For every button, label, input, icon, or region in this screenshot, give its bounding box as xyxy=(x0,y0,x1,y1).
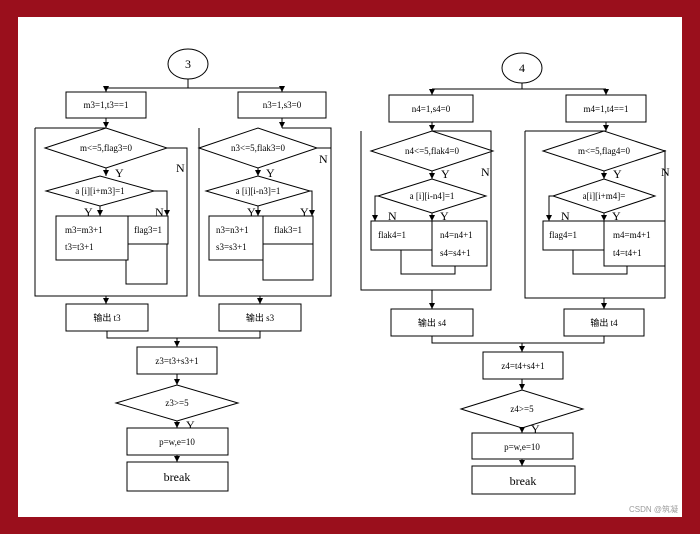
right-test-b-label: a[i][i+m4]= xyxy=(583,191,626,201)
right-test-b-diamond xyxy=(551,178,657,214)
arrow xyxy=(546,195,553,221)
left-compare-diamond xyxy=(114,384,240,422)
arrow xyxy=(309,190,315,216)
left-flag-b-label: flak3=1 xyxy=(274,225,302,235)
right-cond-b-label: m<=5,flag4=0 xyxy=(578,146,630,156)
right-cond-a-label: n4<=5,flak4=0 xyxy=(405,146,459,156)
flowchart-page: 3 m3=1,t3==1 n3=1,s3=0 m<=5,flag3=0 n3<=… xyxy=(18,17,682,517)
left-init-b-label: n3=1,s3=0 xyxy=(263,100,302,110)
right-break-box xyxy=(471,465,576,495)
right-init-a-box xyxy=(388,94,474,123)
left-sum-box xyxy=(136,346,218,375)
right-flowchart: 4 n4=1,s4=0 m4=1,t4==1 n4<=5,flak4=0 m<=… xyxy=(360,52,670,495)
watermark-text: CSDN @筑凝 xyxy=(629,504,678,514)
right-loop-a-outline xyxy=(360,130,492,291)
flowchart-canvas: 3 m3=1,t3==1 n3=1,s3=0 m<=5,flag3=0 n3<=… xyxy=(34,48,678,514)
left-loop-a-outline xyxy=(34,127,188,297)
right-assign-label: p=w,e=10 xyxy=(504,442,540,452)
right-test-a-label: a [i][i-n4]=1 xyxy=(410,191,455,201)
left-action-b-line2: s3=s3+1 xyxy=(216,242,247,252)
no-label: N xyxy=(155,205,164,219)
left-output-b-label: 输出 s3 xyxy=(246,312,275,323)
yes-label: Y xyxy=(612,209,621,223)
left-init-b-box xyxy=(237,91,327,119)
yes-label: Y xyxy=(115,166,124,180)
left-compare-label: z3>=5 xyxy=(165,398,189,408)
right-init-a-label: n4=1,s4=0 xyxy=(412,104,451,114)
left-action-a-line2: t3=t3+1 xyxy=(65,242,94,252)
connector xyxy=(572,250,628,275)
left-start-label: 3 xyxy=(185,57,191,71)
left-assign-label: p=w,e=10 xyxy=(159,437,195,447)
right-flag-a-box xyxy=(370,220,433,251)
yes-label: Y xyxy=(531,422,540,436)
no-label: N xyxy=(561,209,570,223)
right-cond-a-diamond xyxy=(369,130,495,172)
right-compare-diamond xyxy=(459,389,585,429)
no-label: N xyxy=(481,165,490,179)
no-label: N xyxy=(176,161,185,175)
right-action-b-box xyxy=(603,220,666,267)
right-flag-b-label: flag4=1 xyxy=(549,230,577,240)
left-output-a-box xyxy=(65,303,149,332)
left-action-b-box xyxy=(208,215,264,261)
arrow xyxy=(372,195,378,221)
right-start-label: 4 xyxy=(519,61,525,75)
left-test-b-label: a [i][i-n3]=1 xyxy=(236,186,281,196)
yes-label: Y xyxy=(440,209,449,223)
yes-label: Y xyxy=(186,418,195,432)
right-output-b-box xyxy=(563,308,645,337)
connector xyxy=(125,244,168,285)
connector xyxy=(262,244,314,281)
left-action-a-box xyxy=(55,215,129,261)
right-action-a-line1: n4=n4+1 xyxy=(440,230,473,240)
connector xyxy=(431,336,605,344)
yes-label: Y xyxy=(84,205,93,219)
right-assign-box xyxy=(471,432,574,460)
left-init-a-label: m3=1,t3==1 xyxy=(84,100,129,110)
left-loop-b-outline xyxy=(198,127,332,297)
left-cond-a-label: m<=5,flag3=0 xyxy=(80,143,132,153)
right-action-b-line1: m4=m4+1 xyxy=(613,230,651,240)
left-sum-label: z3=t3+s3+1 xyxy=(155,356,198,366)
right-sum-box xyxy=(482,351,564,380)
right-sum-label: z4=t4+s4+1 xyxy=(501,361,544,371)
right-flag-a-label: flak4=1 xyxy=(378,230,406,240)
left-break-label: break xyxy=(164,470,191,484)
connector xyxy=(167,147,188,158)
right-test-a-diamond xyxy=(376,178,488,214)
right-cond-b-diamond xyxy=(541,130,667,172)
right-init-b-label: m4=1,t4==1 xyxy=(584,104,629,114)
left-test-a-label: a [i][i+m3]=1 xyxy=(75,186,124,196)
connector xyxy=(400,250,456,275)
left-break-box xyxy=(126,461,229,492)
left-flag-a-label: flag3=1 xyxy=(134,225,162,235)
left-flowchart: 3 m3=1,t3==1 n3=1,s3=0 m<=5,flag3=0 n3<=… xyxy=(34,48,332,492)
left-action-a-line1: m3=m3+1 xyxy=(65,225,103,235)
yes-label: Y xyxy=(300,205,309,219)
right-action-a-line2: s4=s4+1 xyxy=(440,248,471,258)
left-flag-a-box xyxy=(127,215,169,245)
right-output-a-label: 输出 s4 xyxy=(418,317,447,328)
no-label: N xyxy=(388,209,397,223)
connector xyxy=(106,331,261,339)
left-action-b-line1: n3=n3+1 xyxy=(216,225,249,235)
arrow xyxy=(154,190,170,216)
right-action-a-box xyxy=(431,220,488,267)
no-label: N xyxy=(661,165,670,179)
left-output-a-label: 输出 t3 xyxy=(93,312,121,323)
right-break-label: break xyxy=(510,474,537,488)
left-flag-b-box xyxy=(262,215,314,245)
no-label: N xyxy=(319,152,328,166)
right-output-b-label: 输出 t4 xyxy=(590,317,618,328)
right-compare-label: z4>=5 xyxy=(510,404,534,414)
yes-label: Y xyxy=(247,205,256,219)
left-output-b-box xyxy=(218,303,302,332)
right-action-b-line2: t4=t4+1 xyxy=(613,248,642,258)
yes-label: Y xyxy=(441,167,450,181)
yes-label: Y xyxy=(266,166,275,180)
left-cond-b-label: n3<=5,flak3=0 xyxy=(231,143,285,153)
yes-label: Y xyxy=(613,167,622,181)
